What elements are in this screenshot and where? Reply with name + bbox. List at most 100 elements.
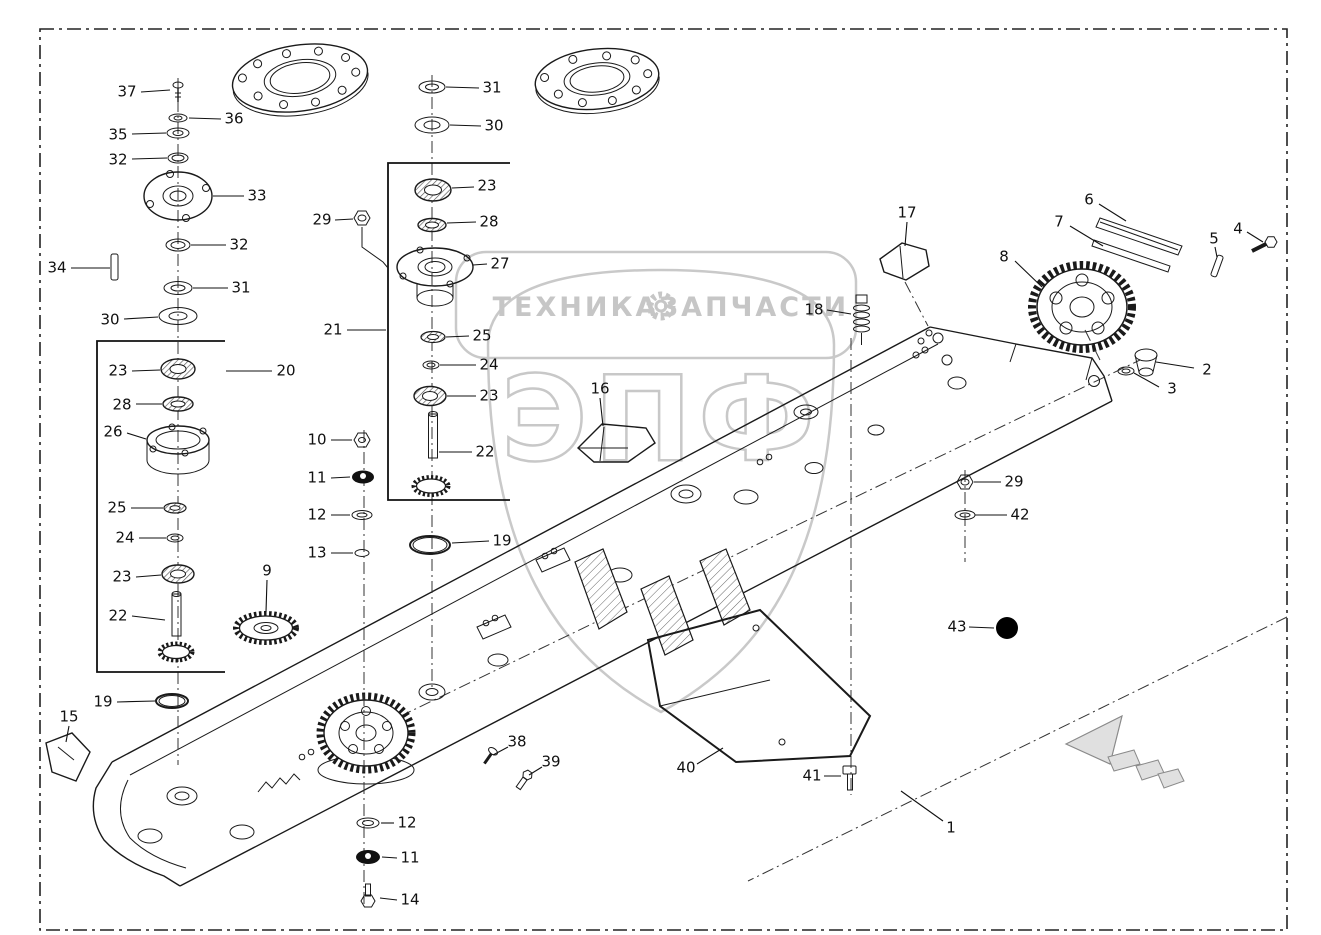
ring-24-mid	[422, 360, 440, 370]
part-number-3: 3	[1167, 380, 1177, 398]
part-number-30: 30	[100, 311, 119, 329]
part-number-18: 18	[804, 301, 823, 319]
bearing-11	[352, 470, 374, 484]
bar-drive-gear	[316, 692, 416, 785]
callout-leader-26	[126, 432, 147, 440]
part-number-11: 11	[307, 469, 326, 487]
part-number-5: 5	[1209, 230, 1219, 248]
washer-30	[158, 307, 198, 325]
part-number-6: 6	[1084, 191, 1094, 209]
part-number-33: 33	[247, 187, 266, 205]
ring-13	[354, 549, 370, 557]
part-number-29: 29	[1004, 473, 1023, 491]
part-number-41: 41	[802, 767, 821, 785]
part-number-8: 8	[999, 248, 1009, 266]
gear-8	[1028, 261, 1136, 353]
washer-30-mid	[414, 116, 450, 134]
part-number-23: 23	[112, 568, 131, 586]
callout-leader-17	[904, 221, 908, 247]
part-number-12: 12	[307, 506, 326, 524]
part-number-24: 24	[115, 529, 134, 547]
callout-leader-14	[379, 897, 398, 901]
callout-leader-18	[826, 309, 852, 315]
bolt-41	[842, 765, 857, 791]
callout-leader-4	[1246, 231, 1264, 243]
callout-leader-43	[968, 626, 995, 629]
left-assembly	[45, 78, 299, 782]
ring-12-bottom	[356, 817, 380, 829]
part-number-42: 42	[1010, 506, 1029, 524]
callout-leader-1	[900, 790, 944, 822]
plug-2	[1134, 348, 1158, 377]
nut-29-right	[956, 474, 974, 490]
callout-leader-23	[451, 186, 475, 189]
part-number-25: 25	[472, 327, 491, 345]
washer-36	[168, 113, 188, 123]
part-number-32: 32	[108, 151, 127, 169]
callout-leader-30	[449, 124, 482, 127]
part-number-39: 39	[541, 753, 560, 771]
bearing-23-upper	[160, 358, 196, 380]
part-number-7: 7	[1054, 213, 1064, 231]
callout-leader-23	[131, 369, 161, 372]
part-number-21: 21	[323, 321, 342, 339]
skid-shoe-15	[45, 732, 91, 782]
part-number-29: 29	[312, 211, 331, 229]
part-number-24: 24	[479, 356, 498, 374]
part-number-11: 11	[400, 849, 419, 867]
snap-ring-19-mid	[409, 535, 451, 555]
part-number-2: 2	[1202, 361, 1212, 379]
housing-26	[146, 423, 210, 475]
callout-leader-38	[492, 746, 509, 756]
callout-leader-7	[1069, 225, 1104, 247]
part-number-19: 19	[492, 532, 511, 550]
nut-10	[353, 432, 371, 448]
callout-leader-29	[334, 218, 354, 221]
bolt-4	[1251, 236, 1278, 253]
part-number-22: 22	[108, 607, 127, 625]
pin-5	[1210, 254, 1224, 278]
washer-35	[166, 127, 190, 139]
washer-31	[163, 281, 193, 295]
callout-leader-39	[528, 766, 543, 776]
plug-43	[996, 617, 1018, 639]
callout-leader-36	[188, 117, 222, 120]
bolt-37	[172, 81, 184, 102]
callout-leader-15	[65, 725, 70, 743]
nut-29-mid	[353, 210, 389, 269]
callout-leader-19	[116, 700, 156, 703]
part-number-26: 26	[103, 423, 122, 441]
callout-leader-11	[330, 476, 351, 479]
flange-plate-left	[231, 43, 369, 117]
seal-28-mid	[417, 217, 447, 233]
part-number-32: 32	[229, 236, 248, 254]
part-number-25: 25	[107, 499, 126, 517]
spring-stud-18	[853, 294, 870, 345]
bottom-fastener-stack	[356, 817, 380, 908]
gear-9	[233, 611, 299, 645]
middle-assembly	[351, 75, 510, 908]
bearing-11-bottom	[356, 850, 380, 864]
shaft-pinion-22	[157, 591, 195, 663]
callout-leader-40	[696, 747, 724, 765]
callout-leader-16	[599, 397, 604, 427]
part-number-20: 20	[276, 362, 295, 380]
callout-leader-11	[381, 856, 398, 859]
part-number-23: 23	[477, 177, 496, 195]
callout-leader-23	[135, 574, 162, 578]
callout-leader-30	[123, 316, 159, 320]
part-number-28: 28	[112, 396, 131, 414]
part-number-28: 28	[479, 213, 498, 231]
direction-arrows	[1064, 714, 1185, 789]
flange-hub-33	[143, 170, 213, 222]
ring-32-lower	[165, 238, 191, 252]
watermark: ТЕХНИКА ЗАПЧАСТИ ЭПФ	[454, 250, 858, 714]
group-bracket-20	[96, 340, 225, 673]
callout-leader-32	[131, 157, 168, 160]
bearing-23-mid-lower	[413, 385, 447, 407]
right-parts	[483, 217, 1278, 795]
callout-leader-3	[1133, 372, 1160, 388]
part-number-22: 22	[475, 443, 494, 461]
